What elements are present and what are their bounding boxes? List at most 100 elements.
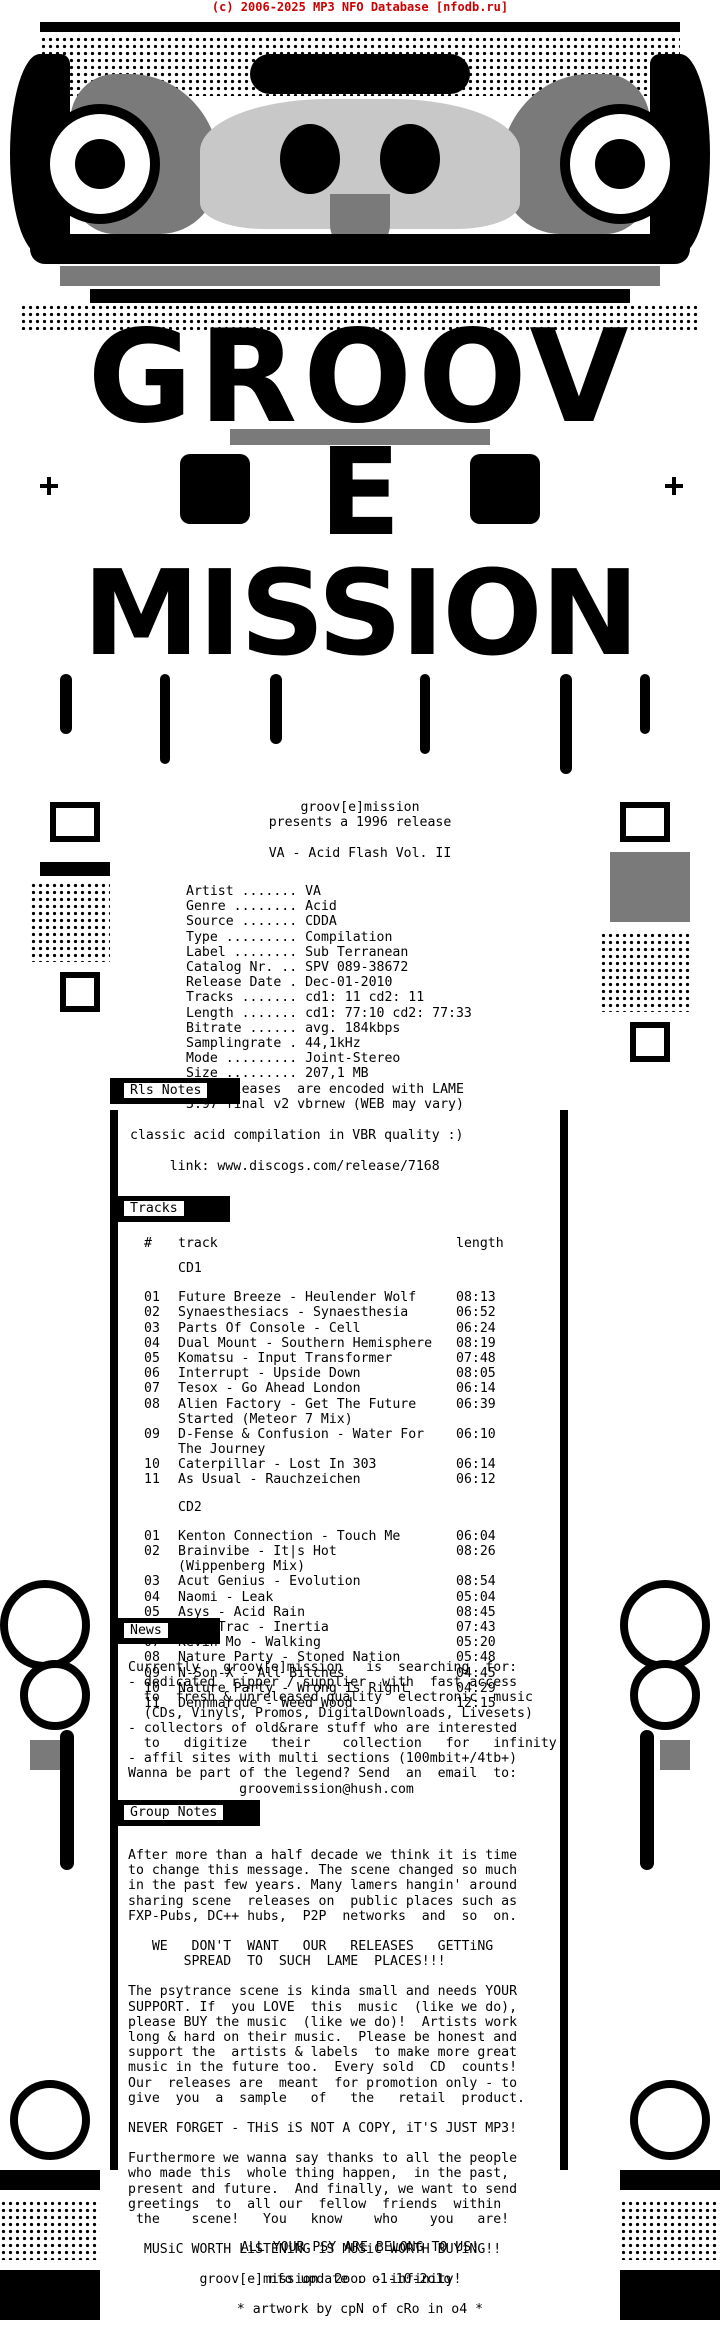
news-email[interactable]: groovemission@hush.com bbox=[128, 1781, 414, 1797]
track-length: 07:48 bbox=[456, 1350, 496, 1366]
cd1-label: CD1 bbox=[178, 1261, 202, 1276]
track-number: 04 bbox=[144, 1589, 160, 1605]
intro-presents: presents a 1996 release bbox=[268, 815, 452, 830]
tracks-heading: Tracks bbox=[124, 1201, 184, 1217]
track-number: 10 bbox=[144, 1680, 160, 1696]
track-number: 11 bbox=[144, 1472, 160, 1488]
news-body: Currently groov[e]mission is searching f… bbox=[128, 1660, 557, 1797]
track-row: 03 Parts Of Console - Cell 06:24 bbox=[144, 1321, 514, 1336]
ascii-art-header: GROOV E MISSION bbox=[0, 14, 720, 784]
track-length: 08:05 bbox=[456, 1366, 496, 1382]
track-title: Brainvibe - It|s Hot bbox=[178, 1544, 337, 1560]
track-title: Dual Mount - Southern Hemisphere bbox=[178, 1335, 433, 1351]
info-line: Genre ........ Acid bbox=[186, 899, 337, 915]
track-title: Naomi - Leak bbox=[178, 1589, 274, 1605]
track-length: 12:15 bbox=[456, 1695, 496, 1711]
release-title: VA - Acid Flash Vol. II bbox=[268, 846, 452, 861]
info-line: Source ....... CDDA bbox=[186, 914, 337, 930]
nfo-update: nfo update : o1-10-2o1o bbox=[268, 2272, 452, 2287]
notes-line: SUPPORT. If you LOVE this music (like we… bbox=[128, 1999, 518, 2015]
track-length: 08:45 bbox=[456, 1604, 496, 1620]
news-line: - collectors of old&rare stuff who are i… bbox=[128, 1720, 518, 1736]
track-length: 06:52 bbox=[456, 1305, 496, 1321]
news-line: - affil sites with multi sections (100mb… bbox=[128, 1751, 518, 1767]
track-length: 04:45 bbox=[456, 1665, 496, 1681]
track-number: 02 bbox=[144, 1544, 160, 1560]
cd2-label: CD2 bbox=[178, 1499, 202, 1515]
track-title: Tesox - Go Ahead London bbox=[178, 1381, 361, 1397]
track-length: 07:43 bbox=[456, 1619, 496, 1635]
track-row: 04 Naomi - Leak 05:04 bbox=[144, 1590, 514, 1605]
track-length: 05:48 bbox=[456, 1650, 496, 1666]
col-track: track bbox=[178, 1236, 218, 1251]
logo-line-3: MISSION bbox=[82, 544, 640, 682]
track-title: Nature Party - Wrong Is Right bbox=[178, 1680, 409, 1696]
news-line: to fresh & unreleased quality electronic… bbox=[128, 1690, 533, 1706]
info-line: Tracks ....... cd1: 11 cd2: 11 bbox=[186, 990, 425, 1006]
vine-ornament-right-bottom bbox=[610, 2080, 720, 2320]
track-title: N-Son-X - All Bitches bbox=[178, 1665, 345, 1681]
track-title: D-Fense & Confusion - Water For bbox=[178, 1426, 425, 1442]
info-line: Type ......... Compilation bbox=[186, 929, 393, 945]
track-length: 06:10 bbox=[456, 1426, 496, 1442]
track-number: 04 bbox=[144, 1335, 160, 1351]
track-row: 09 N-Son-X - All Bitches 04:45 bbox=[144, 1666, 514, 1681]
track-title: Asys - Acid Rain bbox=[178, 1604, 306, 1620]
track-length: 08:13 bbox=[456, 1290, 496, 1306]
track-length: 06:14 bbox=[456, 1457, 496, 1473]
track-number: 03 bbox=[144, 1320, 160, 1336]
track-number: 10 bbox=[144, 1457, 160, 1473]
track-number: 11 bbox=[144, 1695, 160, 1711]
track-row: (Wippenberg Mix) bbox=[144, 1559, 514, 1574]
notes-line: to change this message. The scene change… bbox=[128, 1863, 518, 1879]
vine-ornament-right bbox=[600, 1580, 720, 1880]
track-title: Kenton Connection - Touch Me bbox=[178, 1528, 401, 1544]
info-line: Samplingrate . 44,1kHz bbox=[186, 1036, 361, 1052]
track-title: Caterpillar - Lost In 303 bbox=[178, 1457, 377, 1473]
track-title: Alien Factory - Get The Future bbox=[178, 1396, 417, 1412]
news-line: to digitize their collection for infinit… bbox=[128, 1736, 557, 1752]
notes-line: in the past few years. Many lamers hangi… bbox=[128, 1878, 518, 1894]
track-title: Parts Of Console - Cell bbox=[178, 1320, 361, 1336]
track-title: Nature Party - Stoned Nation bbox=[178, 1650, 401, 1666]
notes-line: sharing scene releases on public places … bbox=[128, 1893, 518, 1909]
rls-notes-line: link: www.discogs.com/release/7168 bbox=[130, 1159, 440, 1174]
info-line: Size ......... 207,1 MB bbox=[186, 1066, 369, 1082]
news-heading: News bbox=[124, 1623, 168, 1639]
info-line: Artist ....... VA bbox=[186, 884, 321, 899]
track-number: 02 bbox=[144, 1305, 160, 1321]
notes-line: The psytrance scene is kinda small and n… bbox=[128, 1984, 518, 2000]
track-length: 08:19 bbox=[456, 1335, 496, 1351]
track-title: (Wippenberg Mix) bbox=[178, 1559, 306, 1575]
notes-slogan: MUSiC WORTH LiSTENiNG iS MUSiC WORTH BUY… bbox=[128, 2242, 502, 2258]
track-length: 06:24 bbox=[456, 1320, 496, 1336]
info-line: Bitrate ...... avg. 184kbps bbox=[186, 1020, 401, 1036]
track-length: 06:04 bbox=[456, 1528, 496, 1544]
track-length: 06:14 bbox=[456, 1381, 496, 1397]
track-number: 09 bbox=[144, 1665, 160, 1681]
notes-line: support the artists & labels to make mor… bbox=[128, 2045, 518, 2061]
notes-line: After more than a half decade we think i… bbox=[128, 1848, 518, 1863]
news-line: Wanna be part of the legend? Send an ema… bbox=[128, 1766, 518, 1782]
track-length: 05:04 bbox=[456, 1589, 496, 1605]
notes-line: present and future. And finally, we want… bbox=[128, 2181, 518, 2197]
notes-line: FXP-Pubs, DC++ hubs, P2P networks and so… bbox=[128, 1908, 518, 1924]
notes-warning: SPREAD TO SUCH LAME PLACES!!! bbox=[128, 1954, 446, 1970]
info-line: Length ....... cd1: 77:10 cd2: 77:33 bbox=[186, 1005, 472, 1021]
vine-ornament-left bbox=[0, 1580, 110, 1880]
group-notes-body: After more than a half decade we think i… bbox=[128, 1848, 525, 2288]
notes-line: who made this whole thing happen, in the… bbox=[128, 2166, 510, 2182]
track-length: 05:20 bbox=[456, 1635, 496, 1651]
